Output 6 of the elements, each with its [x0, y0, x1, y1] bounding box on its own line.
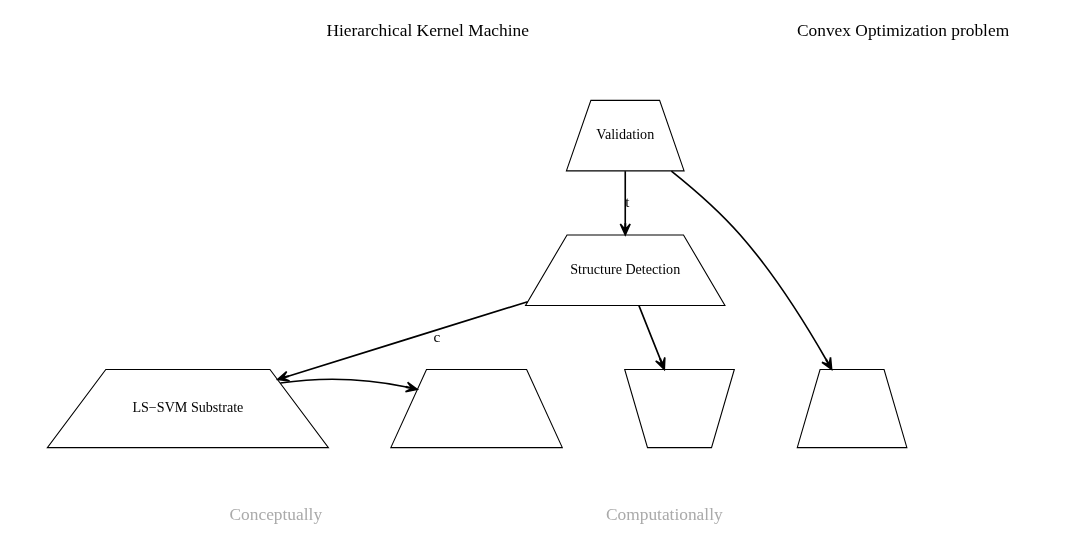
label: Computationally [605, 505, 723, 525]
label: Conceptually [229, 505, 322, 525]
label: Convex Optimization problem [796, 21, 1009, 41]
edge-label: c [433, 327, 440, 345]
label: Hierarchical Kernel Machine [326, 21, 529, 41]
edge-label: t [624, 192, 630, 210]
